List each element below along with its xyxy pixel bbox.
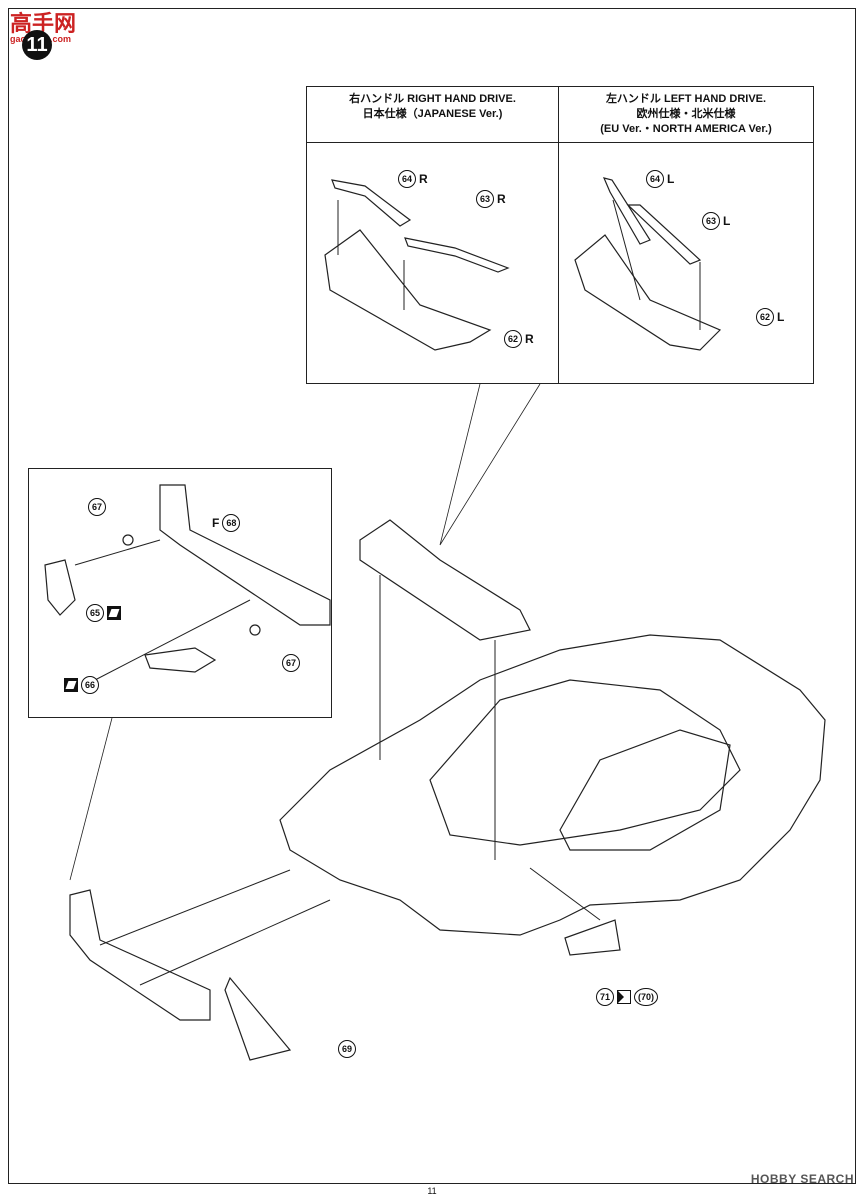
car-body [279,634,826,936]
side-suffix: L [723,214,731,228]
side-suffix: L [667,172,675,186]
callout-69: 69 [338,1040,356,1058]
part-number-67: 67 [282,654,300,672]
callout-lhd-64: 64 L [646,170,674,188]
right-hand-drive-header: 右ハンドル RIGHT HAND DRIVE. 日本仕様（JAPANESE Ve… [307,87,558,143]
part-number-63: 63 [702,212,720,230]
rhd-wiper-64 [331,179,412,227]
part-number-67: 67 [88,498,106,516]
lhd-cowl-part [574,234,722,351]
part-number-69: 69 [338,1040,356,1058]
center-cowl-part [359,519,531,641]
variant-table: 右ハンドル RIGHT HAND DRIVE. 日本仕様（JAPANESE Ve… [306,86,814,384]
part-67b [249,624,261,636]
callout-67-top: 67 [88,498,106,516]
rhd-version: 日本仕様（JAPANESE Ver.) [362,108,503,120]
part-66 [144,647,217,673]
page-number: 11 [427,1186,437,1196]
side-suffix: L [777,310,785,324]
side-suffix: R [497,192,506,206]
part-65 [44,559,76,616]
part-number-71: 71 [596,988,614,1006]
callout-rhd-62: 62 R [504,330,534,348]
callout-rhd-63: 63 R [476,190,506,208]
lhd-version-en: (EU Ver.・NORTH AMERICA Ver.) [600,123,772,135]
callout-67-bottom: 67 [282,654,300,672]
part-number-64: 64 [398,170,416,188]
paint-icon [107,606,121,620]
radiator-69 [224,976,292,1061]
cement-icon [617,990,631,1004]
part-number-64: 64 [646,170,664,188]
door [559,729,731,851]
hobby-search-logo: HOBBY SEARCH [750,1172,854,1186]
rhd-cowl-part [324,229,492,351]
rhd-wiper-63 [404,237,510,273]
left-hand-drive-header: 左ハンドル LEFT HAND DRIVE. 欧州仕様・北米仕様 (EU Ver… [559,87,813,143]
part-number-66: 66 [81,676,99,694]
callout-lhd-63: 63 L [702,212,730,230]
callout-65: 65 [86,604,121,622]
part-number-62: 62 [756,308,774,326]
callout-66: 66 [64,676,99,694]
part-number-68: 68 [222,514,241,532]
part-67a [122,534,134,546]
callout-rhd-64: 64 R [398,170,428,188]
callout-71-70: 71 (70) [596,988,658,1006]
side-marker-71 [564,919,621,956]
bumper-detail-box [28,468,332,718]
lhd-wiper-63 [626,204,702,265]
part-number-70: (70) [634,988,658,1006]
left-hand-drive-panel: 左ハンドル LEFT HAND DRIVE. 欧州仕様・北米仕様 (EU Ver… [559,87,813,383]
part-number-63: 63 [476,190,494,208]
callout-f68: F 68 [212,514,241,532]
windshield-roof [429,679,741,846]
right-hand-drive-panel: 右ハンドル RIGHT HAND DRIVE. 日本仕様（JAPANESE Ve… [307,87,559,383]
front-bumper-main [69,889,211,1021]
paint-icon [64,678,78,692]
part-number-62: 62 [504,330,522,348]
lhd-wiper-64 [602,177,651,245]
callout-lhd-62: 62 L [756,308,784,326]
page-frame [8,8,856,1184]
front-bumper-f68 [159,484,331,626]
side-suffix: R [525,332,534,346]
sprue-letter: F [212,516,220,530]
part-number-65: 65 [86,604,104,622]
lhd-version-jp: 欧州仕様・北米仕様 [636,108,736,120]
rhd-title: 右ハンドル RIGHT HAND DRIVE. [349,93,516,105]
lhd-title: 左ハンドル LEFT HAND DRIVE. [605,93,767,105]
side-suffix: R [419,172,428,186]
step-number-badge: 11 [22,30,52,60]
